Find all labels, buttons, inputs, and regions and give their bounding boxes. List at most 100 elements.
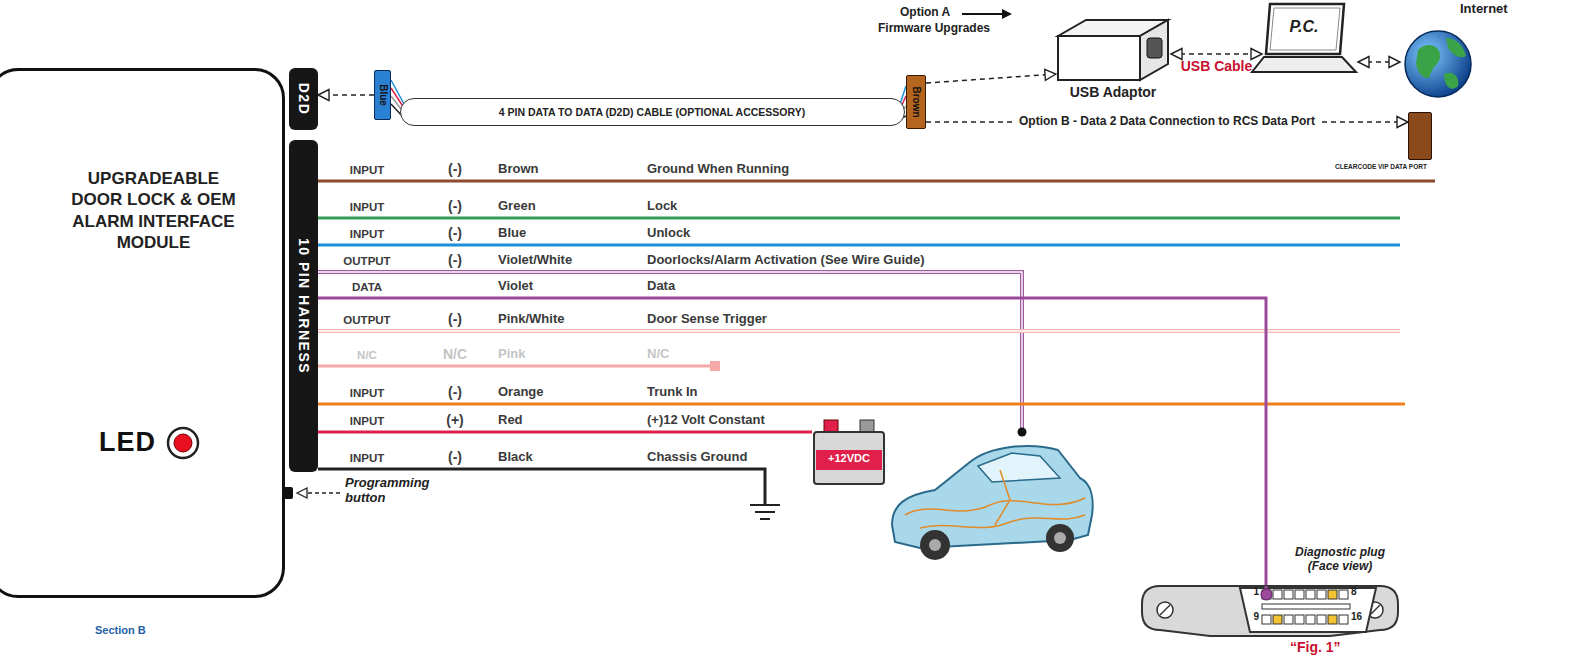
drawing-part xyxy=(814,432,884,484)
black-wire xyxy=(318,469,765,505)
wire-function: N/C xyxy=(647,347,669,362)
pink-wire-cap xyxy=(710,361,720,371)
wire-polarity: (-) xyxy=(438,384,472,400)
wire-color: Black xyxy=(498,450,533,465)
drawing-part xyxy=(1147,38,1162,58)
wire-polarity: (-) xyxy=(438,311,472,327)
option-a-arrowhead xyxy=(1002,9,1012,19)
connector xyxy=(318,298,1266,586)
connector-line xyxy=(318,431,812,434)
drawing-part xyxy=(1058,36,1140,80)
battery-outline xyxy=(812,412,886,486)
brown-wire xyxy=(318,180,1435,183)
battery-label: +12VDC xyxy=(816,452,882,465)
drawing-part xyxy=(1142,586,1398,636)
wire-direction: INPUT xyxy=(332,452,402,465)
figure-number: “Fig. 1” xyxy=(1290,639,1341,655)
arrowhead xyxy=(1251,49,1262,60)
wire-polarity: N/C xyxy=(438,346,472,362)
wire-color: Orange xyxy=(498,385,544,400)
wire-direction: DATA xyxy=(332,281,402,294)
plug-label: Brown xyxy=(910,86,922,117)
pin-number: 8 xyxy=(1351,586,1365,598)
drawing-part xyxy=(1405,31,1471,97)
button-label: Programming button xyxy=(345,476,455,506)
orange-wire xyxy=(318,403,1405,406)
pink-wire xyxy=(318,365,712,368)
ground-symbol xyxy=(750,504,780,506)
pin xyxy=(1306,615,1315,624)
car-hub xyxy=(1054,532,1066,544)
green-wire xyxy=(318,217,1400,220)
harness-connector: 10 PIN HARNESS xyxy=(289,140,318,472)
led-label: LED xyxy=(99,427,169,458)
drawing-part xyxy=(816,450,882,470)
pin xyxy=(1339,590,1348,599)
car-wiring xyxy=(905,470,1085,528)
arrowhead xyxy=(1045,69,1056,80)
pin xyxy=(1273,590,1282,599)
drawing-part xyxy=(1252,57,1356,72)
wire-function: Door Sense Trigger xyxy=(647,312,767,327)
wire-color: Violet/White xyxy=(498,253,572,268)
connector-line xyxy=(318,298,1266,586)
wire-color: Blue xyxy=(498,226,526,241)
internet-globe: Internet xyxy=(1400,2,1550,102)
car-wheel xyxy=(920,530,950,560)
usb-adaptor: USB Adaptor xyxy=(1056,14,1170,102)
drawing-part xyxy=(1140,20,1168,80)
module-housing: UPGRADEABLE DOOR LOCK & OEM ALARM INTERF… xyxy=(0,68,285,598)
pin-one-contact xyxy=(1261,589,1272,600)
wire-direction: INPUT xyxy=(332,201,402,214)
wire-direction: INPUT xyxy=(332,228,402,241)
device-label: Internet xyxy=(1460,2,1548,17)
option-label: Firmware Upgrades xyxy=(878,22,990,36)
wire-polarity: (-) xyxy=(438,198,472,214)
car-hub xyxy=(929,539,941,551)
wire-direction: OUTPUT xyxy=(332,314,402,327)
connection-dot xyxy=(1018,428,1027,437)
pin-number: 9 xyxy=(1247,611,1259,623)
ground-symbol xyxy=(760,518,770,520)
pin xyxy=(1295,590,1304,599)
pin xyxy=(1295,615,1304,624)
violet-white-stripe xyxy=(318,272,1022,432)
wire-polarity: (-) xyxy=(438,161,472,177)
pin xyxy=(1317,615,1326,624)
brown-plug: Brown xyxy=(906,75,926,129)
ground-symbol xyxy=(755,511,775,513)
plug-label: Blue xyxy=(377,84,389,106)
wire-direction: N/C xyxy=(332,349,402,362)
connector xyxy=(318,432,812,433)
connector-label: D2D xyxy=(295,83,311,116)
connector-label: 10 PIN HARNESS xyxy=(295,238,311,374)
internet-globe-outline xyxy=(1400,2,1550,102)
arrowhead xyxy=(1358,57,1369,68)
wire-polarity: (-) xyxy=(438,252,472,268)
wire-direction: INPUT xyxy=(332,387,402,400)
connector xyxy=(318,90,374,101)
violet-white-wire xyxy=(318,272,1022,432)
car-wheel xyxy=(1046,524,1074,552)
wire-function: Ground When Running xyxy=(647,162,789,177)
car-body xyxy=(892,446,1093,548)
laptop-outline xyxy=(1252,2,1358,76)
wire-direction: INPUT xyxy=(332,415,402,428)
edge-label: USB Cable xyxy=(1181,58,1253,74)
d2d-cable: 4 PIN DATA TO DATA (D2D) CABLE (OPTIONAL… xyxy=(400,98,905,126)
wire-function: (+)12 Volt Constant xyxy=(647,413,765,428)
connector xyxy=(1171,49,1262,60)
data-port: CLEARCODE VIP DATA PORT xyxy=(1408,112,1432,160)
pink-white-stripe xyxy=(318,330,1400,331)
pin xyxy=(1339,615,1348,624)
pin xyxy=(1262,590,1271,599)
module-housing-outline xyxy=(0,71,288,601)
wire-color: Brown xyxy=(498,162,538,177)
blue-wire xyxy=(318,244,1400,247)
wire-polarity: (+) xyxy=(438,412,472,428)
connector-line xyxy=(1171,53,1262,55)
pin xyxy=(1306,590,1315,599)
pin xyxy=(1328,590,1337,599)
drawing-part xyxy=(1262,604,1350,609)
wire-function: Lock xyxy=(647,199,677,214)
